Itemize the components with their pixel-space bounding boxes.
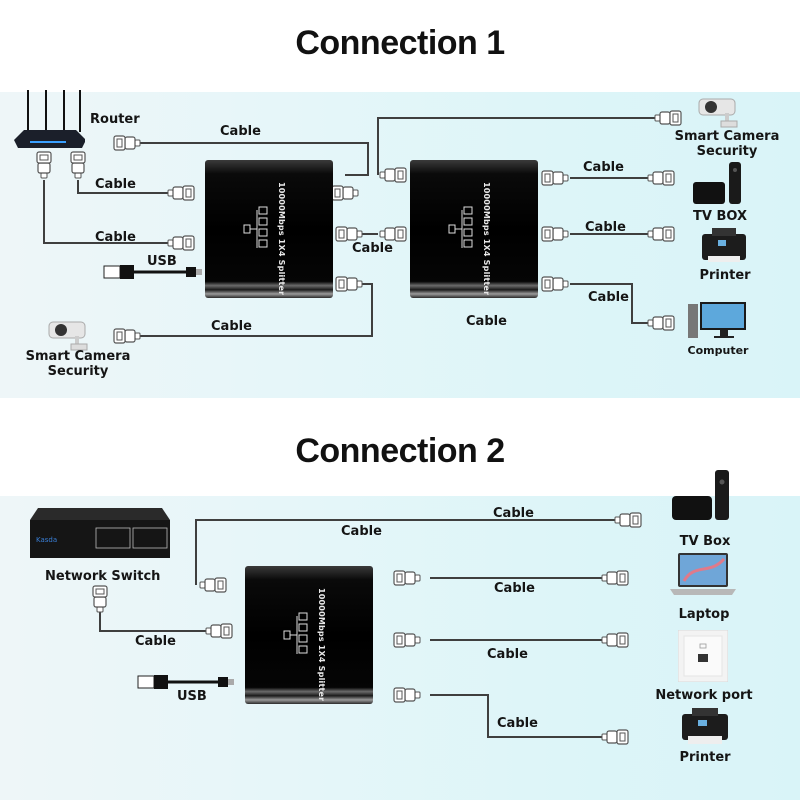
- rj45-plug-icon: [647, 226, 675, 242]
- cable-label: Cable: [487, 647, 528, 662]
- rj45-plug-icon: [601, 570, 629, 586]
- tv-box-icon: [693, 162, 741, 204]
- network-port-icon: [678, 630, 728, 682]
- rj45-plug-icon: [114, 329, 140, 343]
- laptop-label: Laptop: [678, 607, 730, 622]
- security-camera-icon: [48, 321, 88, 351]
- cable-label: Cable: [493, 506, 534, 521]
- rj45-plug-icon: [332, 186, 358, 200]
- camera-right-label-line-2: Security: [696, 144, 758, 159]
- rj45-plug-icon: [394, 688, 420, 702]
- printer-label: Printer: [699, 268, 751, 283]
- rj45-plug-icon: [167, 185, 195, 201]
- rj45-plug-icon: [394, 633, 420, 647]
- cable-label: Cable: [497, 716, 538, 731]
- printer-icon: [702, 228, 746, 262]
- tv-box-2-label: TV Box: [679, 534, 731, 549]
- svg-text:Kasda: Kasda: [36, 536, 57, 544]
- router-icon: [14, 90, 85, 148]
- rj45-plug-icon: [647, 315, 675, 331]
- camera-left-label-line-2: Security: [47, 364, 109, 379]
- cable-label: Cable: [588, 290, 629, 305]
- cable-label: Cable: [494, 581, 535, 596]
- router-label: Router: [90, 112, 140, 127]
- rj45-plug-icon: [167, 235, 195, 251]
- connection-1-wires: [43, 117, 655, 337]
- usb-cable-icon: [103, 265, 202, 279]
- printer-icon: [682, 708, 728, 744]
- connection-2-wires: [99, 270, 615, 738]
- rj45-plug-icon: [394, 571, 420, 585]
- camera-left-label: Smart Camera Security: [26, 349, 131, 379]
- splitter-label: 10000Mbps 1X4 Splitter: [277, 182, 286, 296]
- cable-label: Cable: [466, 314, 507, 329]
- rj45-plug-icon: [336, 227, 362, 241]
- cable-label: Cable: [352, 241, 393, 256]
- cable-label: Cable: [211, 319, 252, 334]
- rj45-plug-icon: [205, 623, 233, 639]
- network-switch-label: Network Switch: [45, 569, 161, 584]
- rj45-plug-icon: [336, 277, 362, 291]
- printer-2-label: Printer: [679, 750, 731, 765]
- rj45-plug-icon: [199, 577, 227, 593]
- cable-label: Cable: [585, 220, 626, 235]
- rj45-plug-icon: [542, 277, 568, 291]
- rj45-plug-icon: [114, 136, 140, 150]
- usb-label: USB: [177, 689, 207, 704]
- network-port-label: Network port: [655, 688, 753, 703]
- connection-2-title: Connection 2: [295, 432, 505, 470]
- security-camera-icon: [698, 98, 738, 128]
- camera-right-label-line-1: Smart Camera: [674, 129, 780, 144]
- cable-label: Cable: [220, 124, 261, 139]
- splitter-device-3: 10000Mbps 1X4 Splitter: [245, 566, 373, 704]
- usb-cable-icon: [137, 675, 234, 689]
- network-switch-icon: Kasda: [30, 508, 170, 558]
- cable-label: Cable: [135, 634, 176, 649]
- cable-label: Cable: [95, 177, 136, 192]
- splitter-label: 10000Mbps 1X4 Splitter: [317, 588, 326, 702]
- rj45-plug-icon: [71, 152, 85, 178]
- splitter-device-2: 10000Mbps 1X4 Splitter: [410, 160, 538, 298]
- camera-left-label-line-1: Smart Camera: [25, 349, 131, 364]
- splitter-label: 10000Mbps 1X4 Splitter: [482, 182, 491, 296]
- network-topology-icon: [283, 612, 308, 654]
- rj45-plug-icon: [601, 632, 629, 648]
- rj45-plug-icon: [542, 171, 568, 185]
- connection-1-title: Connection 1: [295, 24, 505, 62]
- network-topology-icon: [243, 206, 268, 248]
- rj45-plug-icon: [647, 170, 675, 186]
- cable-label: Cable: [341, 524, 382, 539]
- rj45-plug-icon: [379, 226, 407, 242]
- usb-label: USB: [147, 254, 177, 269]
- computer-label: Computer: [687, 344, 749, 357]
- cable-label: Cable: [583, 160, 624, 175]
- laptop-icon: [670, 553, 736, 595]
- cable-label: Cable: [95, 230, 136, 245]
- rj45-plug-icon: [379, 167, 407, 183]
- camera-right-label: Smart Camera Security: [675, 129, 780, 159]
- tv-box-label: TV BOX: [693, 209, 747, 224]
- tv-box-icon: [672, 470, 729, 520]
- network-topology-icon: [448, 206, 473, 248]
- rj45-plug-icon: [614, 512, 642, 528]
- rj45-plug-icon: [542, 227, 568, 241]
- splitter-device-1: 10000Mbps 1X4 Splitter: [205, 160, 333, 298]
- rj45-plug-icon: [93, 586, 107, 612]
- rj45-plug-icon: [37, 152, 51, 178]
- rj45-plug-icon: [601, 729, 629, 745]
- rj45-plug-icon: [654, 110, 682, 126]
- computer-icon: [688, 302, 746, 338]
